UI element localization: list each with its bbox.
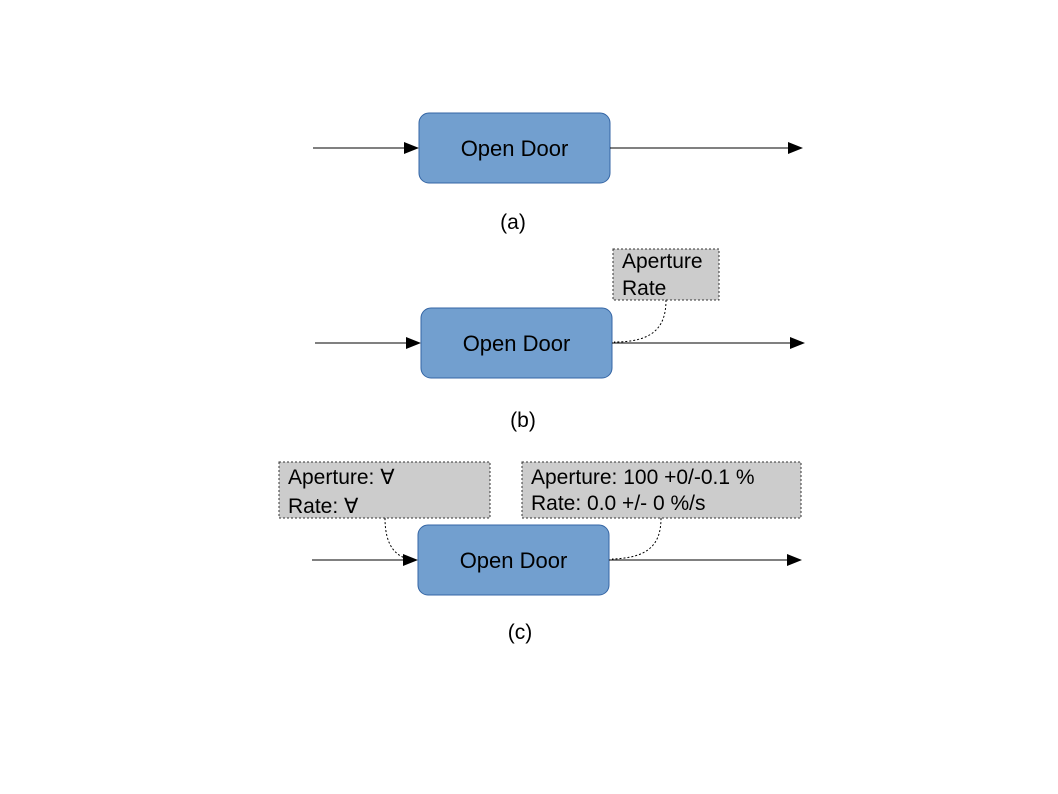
output-note-line2: Rate: 0.0 +/- 0 %/s	[531, 492, 706, 515]
output-note-line1: Aperture: 100 +0/-0.1 %	[531, 466, 755, 489]
output-arrowhead	[788, 142, 803, 154]
output-note-line2: Rate	[622, 277, 666, 300]
input-arrowhead	[404, 142, 419, 154]
input-arrowhead	[406, 337, 421, 349]
output-note-line1: Aperture	[622, 250, 703, 273]
panel-c: Aperture: ∀ Rate: ∀ Aperture: 100 +0/-0.…	[278, 461, 802, 644]
panel-b: Aperture Rate Open Door (b)	[315, 248, 805, 432]
output-arrowhead	[790, 337, 805, 349]
input-note-connector	[384, 517, 415, 561]
process-label: Open Door	[463, 331, 571, 356]
caption-b: (b)	[510, 409, 536, 432]
process-label: Open Door	[461, 136, 569, 161]
input-note-line2: Rate: ∀	[288, 495, 359, 518]
caption-a: (a)	[500, 211, 526, 234]
input-arrowhead	[403, 554, 418, 566]
output-note-connector	[611, 517, 662, 560]
output-arrowhead	[787, 554, 802, 566]
panel-a: Open Door (a)	[313, 112, 803, 234]
output-note-box[interactable]	[612, 248, 720, 301]
note-connector	[613, 299, 667, 343]
process-label: Open Door	[460, 548, 568, 573]
input-note-line1: Aperture: ∀	[288, 466, 395, 489]
output-note-box[interactable]	[521, 461, 802, 519]
input-note-box[interactable]	[278, 461, 491, 519]
caption-c: (c)	[508, 621, 533, 644]
